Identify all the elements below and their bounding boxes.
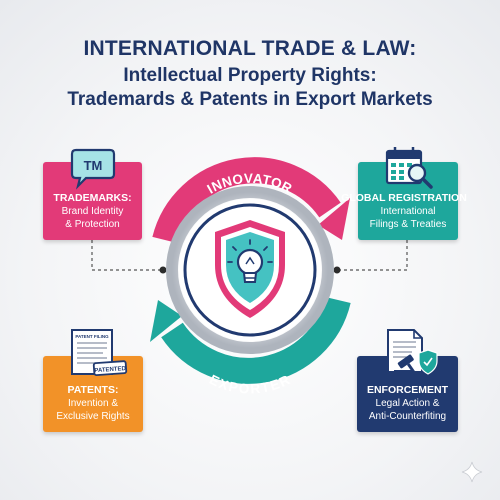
title-line-2: Intellectual Property Rights:: [123, 65, 377, 86]
trademarks-line-2: & Protection: [65, 219, 120, 230]
trademarks-line-1: Brand Identity: [61, 206, 124, 217]
exporter-arc: [161, 296, 351, 384]
title-line-1: INTERNATIONAL TRADE & LAW:: [83, 37, 417, 60]
patent-filing-header: PATENT FILING: [75, 334, 109, 339]
innovator-arrowhead: [318, 198, 350, 240]
patents-line-1: Invention &: [67, 398, 119, 409]
patent-document-icon: PATENT FILING PATENTED: [71, 329, 128, 377]
tm-text: TM: [84, 158, 103, 173]
title-block: INTERNATIONAL TRADE & LAW: Intellectual …: [0, 36, 500, 112]
global-registration-line-1: International: [380, 206, 436, 217]
center-ring: [166, 186, 334, 354]
document-gavel-shield-icon: [387, 329, 438, 376]
title-line-3: Trademards & Patents in Export Markets: [67, 89, 433, 110]
connector-right: [340, 240, 408, 271]
patents-line-2: Exclusive Rights: [56, 411, 130, 422]
global-registration-title: GLOBAL REGISTRATION: [341, 192, 467, 204]
enforcement-line-2: Anti-Counterfiting: [368, 411, 447, 422]
patents-title: PATENTS:: [67, 384, 119, 396]
connector-dot-left: [159, 266, 167, 274]
enforcement-title: ENFORCEMENT: [366, 384, 449, 396]
calendar-magnifier-icon: [385, 147, 433, 189]
patented-stamp-text: PATENTED: [94, 366, 126, 374]
sparkle-icon: [461, 461, 483, 483]
connector-dot-right: [333, 266, 341, 274]
global-registration-line-2: Filings & Treaties: [369, 219, 447, 230]
innovator-arc: [152, 157, 341, 244]
center-ring-inner: [183, 203, 317, 337]
enforcement-line-1: Legal Action &: [375, 398, 440, 409]
shield-lightbulb-icon: [215, 220, 285, 318]
connector-left: [91, 240, 160, 271]
trademarks-title: TRADEMARKS:: [53, 192, 132, 204]
exporter-arrowhead: [150, 300, 182, 342]
speech-bubble-tm-icon: TM: [70, 148, 116, 190]
